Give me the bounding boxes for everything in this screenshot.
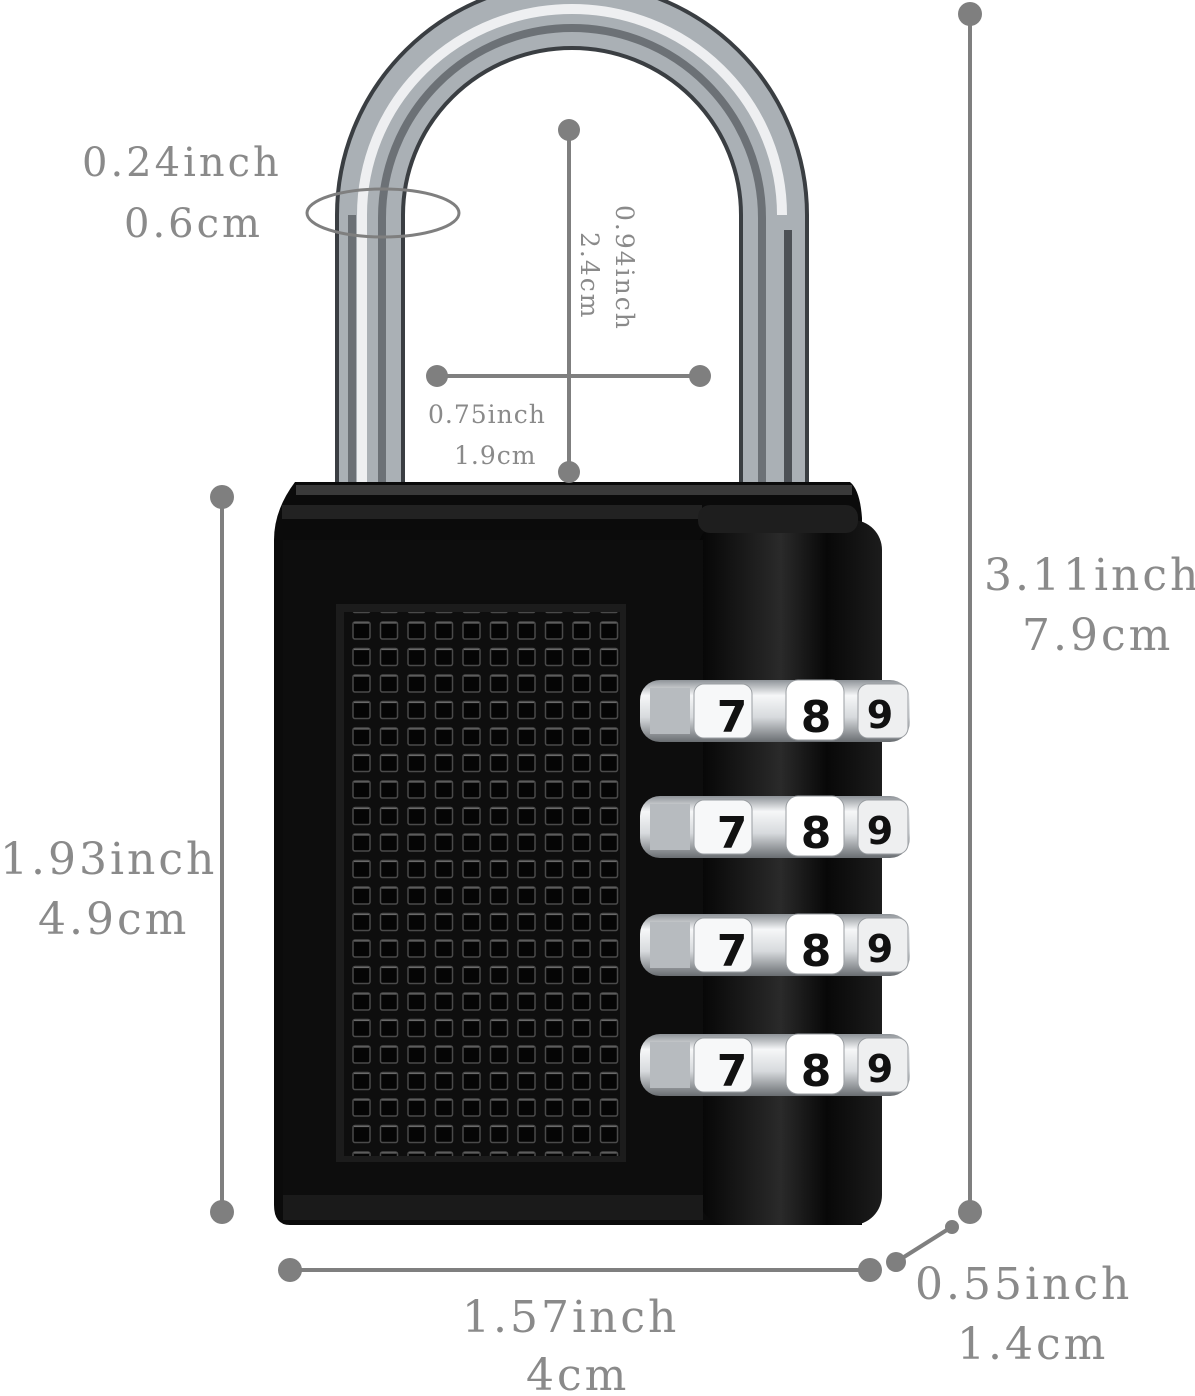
total-height-cm-label: 7.9cm [1022, 610, 1174, 661]
dial-2-digit-a: 7 [717, 808, 748, 859]
dial-4-digit-b: 8 [801, 1046, 832, 1097]
combination-dials: 7 8 9 7 8 9 7 8 9 [640, 679, 910, 1097]
dial-4-digit-c: 9 [867, 1047, 893, 1091]
inner-width-cm-label: 1.9cm [454, 441, 537, 470]
inner-width-line [426, 365, 711, 387]
inner-height-line [558, 119, 580, 483]
dial-4-digit-a: 7 [717, 1046, 748, 1097]
body-depth-inch-label: 0.55inch [915, 1259, 1133, 1310]
body-width-inch-label: 1.57inch [462, 1292, 680, 1343]
dial-1: 7 8 9 [640, 679, 910, 743]
shackle [335, 0, 809, 500]
body-height-inch-label: 1.93inch [0, 834, 218, 885]
body-width-cm-label: 4cm [526, 1350, 630, 1396]
dial-1-digit-a: 7 [717, 692, 748, 743]
dial-1-digit-c: 9 [867, 693, 893, 737]
inner-height-cm-label: 2.4cm [575, 232, 604, 320]
dial-3-digit-b: 8 [801, 926, 832, 977]
dial-2: 7 8 9 [640, 795, 910, 859]
dial-2-digit-c: 9 [867, 809, 893, 853]
body-height-line [210, 485, 234, 1224]
total-height-inch-label: 3.11inch [984, 550, 1195, 601]
total-height-line [958, 2, 982, 1224]
inner-height-inch-label: 0.94inch [610, 205, 639, 331]
shackle-diameter-marker [305, 187, 461, 239]
body-depth-cm-label: 1.4cm [957, 1319, 1109, 1370]
inner-width-inch-label: 0.75inch [428, 400, 546, 429]
dial-3: 7 8 9 [640, 913, 910, 977]
dial-1-digit-b: 8 [801, 692, 832, 743]
dial-3-digit-c: 9 [867, 927, 893, 971]
grip-texture [344, 612, 620, 1156]
dial-3-digit-a: 7 [717, 926, 748, 977]
dial-4: 7 8 9 [640, 1033, 910, 1097]
shackle-diameter-inch-label: 0.24inch [82, 140, 282, 186]
shackle-diameter-cm-label: 0.6cm [124, 201, 263, 247]
body-depth-line [886, 1220, 959, 1272]
body-width-line [278, 1258, 882, 1282]
body-height-cm-label: 4.9cm [38, 894, 190, 945]
dial-2-digit-b: 8 [801, 808, 832, 859]
